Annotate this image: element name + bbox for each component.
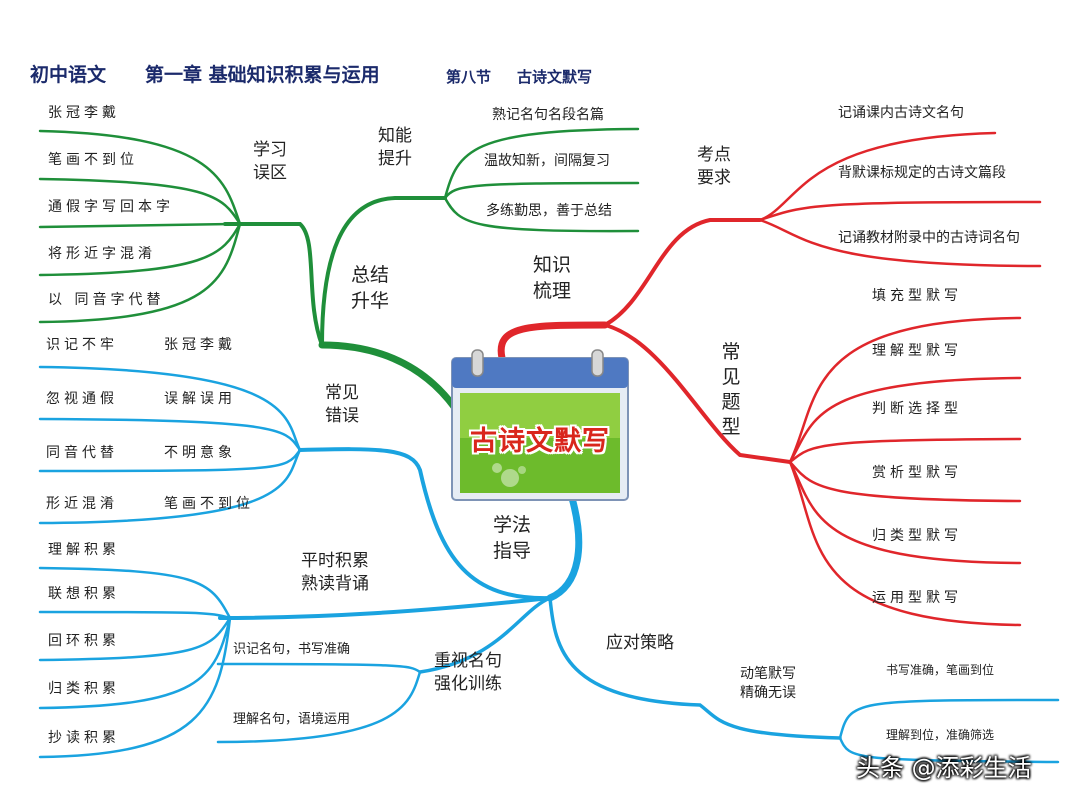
branch-mingju — [418, 596, 552, 674]
leaf-wuqu: 将形近字混淆 — [48, 246, 156, 262]
node-mingju: 重视名句 强化训练 — [434, 651, 502, 694]
leaf-tixing: 赏析型默写 — [872, 465, 962, 481]
leaf-tixing: 填充型默写 — [872, 288, 962, 304]
line-wuqu-3 — [38, 222, 242, 229]
line-celue-1 — [838, 698, 1060, 740]
leaf-wuqu: 通假字写回本字 — [48, 199, 174, 215]
line-jilei-2 — [38, 610, 232, 620]
line-kaodian-1 — [758, 131, 997, 222]
line-celue-2 — [838, 736, 1060, 764]
leaf-mingju: 识记名句，书写准确 — [233, 642, 351, 657]
leaf-cuowu-a: 同音代替 — [46, 445, 118, 461]
branch-zhineng — [320, 196, 447, 347]
leaf-cuowu-a: 识记不牢 — [46, 337, 118, 353]
line-mingju-2 — [216, 670, 422, 744]
leaf-zhineng: 多练勤思，善于总结 — [486, 203, 612, 219]
line-tixing-2 — [788, 376, 1022, 464]
branch-tixing — [603, 323, 792, 464]
leaf-kaodian: 记诵课内古诗文名句 — [838, 105, 964, 121]
branch-jilei — [218, 596, 552, 620]
leaf-jilei: 理解积累 — [48, 542, 120, 558]
leaf-cuowu-b: 笔画不到位 — [164, 496, 254, 512]
node-xuexi-wuqu: 学习 误区 — [253, 140, 287, 183]
leaf-cuowu-a: 形近混淆 — [46, 496, 118, 512]
leaf-jilei: 联想积累 — [48, 586, 120, 602]
subject-title: 初中语文 — [30, 64, 107, 86]
node-jilei: 平时积累 熟读背诵 — [301, 551, 369, 594]
branch-xuefa-main — [546, 494, 583, 602]
line-zhineng-2 — [443, 181, 640, 200]
leaf-cuowu-b: 张冠李戴 — [164, 337, 236, 353]
line-kaodian-2 — [758, 200, 1042, 222]
branch-zongjie-main — [318, 341, 459, 412]
leaf-jilei: 抄读积累 — [48, 730, 120, 746]
line-wuqu-5 — [38, 222, 242, 324]
leaf-wuqu: 以 同音字代替 — [48, 292, 165, 308]
line-zhineng-1 — [443, 127, 640, 200]
line-tixing-3 — [788, 437, 1022, 464]
node-kaodian: 考点 要求 — [697, 145, 731, 188]
branch-cuowu — [298, 447, 552, 601]
leaf-tixing: 归类型默写 — [872, 528, 962, 544]
node-xuefa: 学法 指导 — [492, 514, 531, 562]
line-jilei-4 — [38, 616, 232, 710]
leaf-wuqu: 笔画不到位 — [48, 152, 138, 168]
line-jilei-3 — [38, 616, 232, 662]
branch-zhishi-main — [497, 321, 609, 362]
leaf-cuowu-a: 忽视通假 — [46, 391, 118, 407]
node-celue: 应对策略 — [606, 633, 674, 653]
leaf-zhineng: 温故知新，间隔复习 — [484, 153, 610, 169]
node-cuowu: 常见 错误 — [325, 383, 359, 426]
section-title: 古诗文默写 — [517, 68, 593, 86]
leaf-celue: 理解到位，准确筛选 — [886, 728, 995, 742]
leaf-tixing: 理解型默写 — [872, 343, 962, 359]
leaf-mingju: 理解名句，语境运用 — [233, 712, 351, 727]
line-zhineng-3 — [443, 196, 640, 233]
line-cuowu-4 — [38, 448, 302, 525]
center-topic: 古诗文默写 — [470, 426, 610, 457]
line-cuowu-1 — [38, 365, 302, 452]
line-kaodian-3 — [758, 218, 1042, 268]
chapter-title: 第一章 基础知识积累与运用 — [145, 64, 380, 86]
line-mingju-1 — [216, 662, 422, 674]
line-jilei-5 — [38, 616, 232, 759]
line-tixing-6 — [788, 460, 1022, 627]
branch-kaodian — [603, 218, 762, 327]
line-wuqu-1 — [38, 129, 242, 226]
line-tixing-4 — [788, 460, 1022, 503]
line-cuowu-3 — [38, 448, 302, 473]
line-cuowu-2 — [38, 417, 302, 452]
section-number: 第八节 — [446, 68, 492, 86]
node-celue-sub: 动笔默写 精确无误 — [740, 666, 796, 701]
leaf-jilei: 回环积累 — [48, 633, 120, 649]
leaf-tixing: 判断选择型 — [872, 401, 962, 417]
leaf-jilei: 归类积累 — [48, 681, 120, 697]
line-wuqu-2 — [38, 177, 242, 226]
leaf-wuqu: 张冠李戴 — [48, 105, 120, 121]
line-wuqu-4 — [38, 222, 242, 277]
node-zhineng: 知能 提升 — [378, 126, 412, 169]
leaf-kaodian: 记诵教材附录中的古诗词名句 — [838, 230, 1020, 246]
line-tixing-1 — [788, 316, 1022, 464]
leaf-celue: 书写准确，笔画到位 — [886, 663, 995, 677]
node-tixing: 常见题型 — [721, 341, 741, 438]
watermark: 头条 @添彩生活 — [856, 754, 1032, 782]
line-tixing-5 — [788, 460, 1022, 565]
calendar-icon — [451, 349, 629, 501]
leaf-kaodian: 背默课标规定的古诗文篇段 — [838, 165, 1006, 181]
leaf-zhineng: 熟记名句名段名篇 — [492, 107, 604, 123]
branch-celue — [548, 596, 842, 740]
branch-xuexi-wuqu — [223, 222, 324, 347]
node-zhishi: 知识 梳理 — [532, 254, 571, 302]
node-zongjie: 总结 升华 — [350, 264, 389, 312]
line-jilei-1 — [38, 566, 232, 620]
leaf-cuowu-b: 误解误用 — [164, 391, 236, 407]
leaf-tixing: 运用型默写 — [872, 590, 962, 606]
leaf-cuowu-b: 不明意象 — [164, 445, 236, 461]
